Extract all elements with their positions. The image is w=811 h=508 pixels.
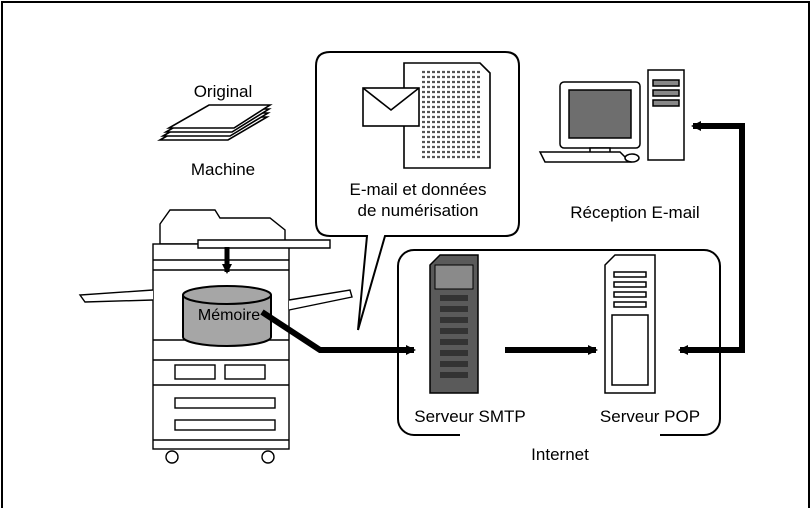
label-memory: Mémoire — [197, 307, 261, 324]
label-machine: Machine — [190, 160, 256, 179]
envelope-icon — [362, 87, 420, 127]
pop-server-icon — [604, 254, 656, 394]
label-internet: Internet — [531, 445, 589, 464]
label-reception: Réception E-mail — [570, 203, 700, 222]
memory-cylinder-icon — [182, 285, 272, 347]
scanned-document-icon — [403, 62, 491, 169]
label-original: Original — [193, 82, 253, 101]
send-line — [260, 309, 400, 353]
label-pop-server: Serveur POP — [599, 407, 701, 426]
retrieve-line — [695, 123, 745, 353]
paper-stack-icon — [157, 104, 273, 141]
smtp-server-icon — [429, 254, 479, 394]
desktop-computer-icon — [538, 69, 685, 163]
label-email-data-1: E-mail et données — [349, 180, 487, 199]
label-smtp-server: Serveur SMTP — [414, 407, 526, 426]
label-email-data-2: de numérisation — [357, 201, 479, 220]
